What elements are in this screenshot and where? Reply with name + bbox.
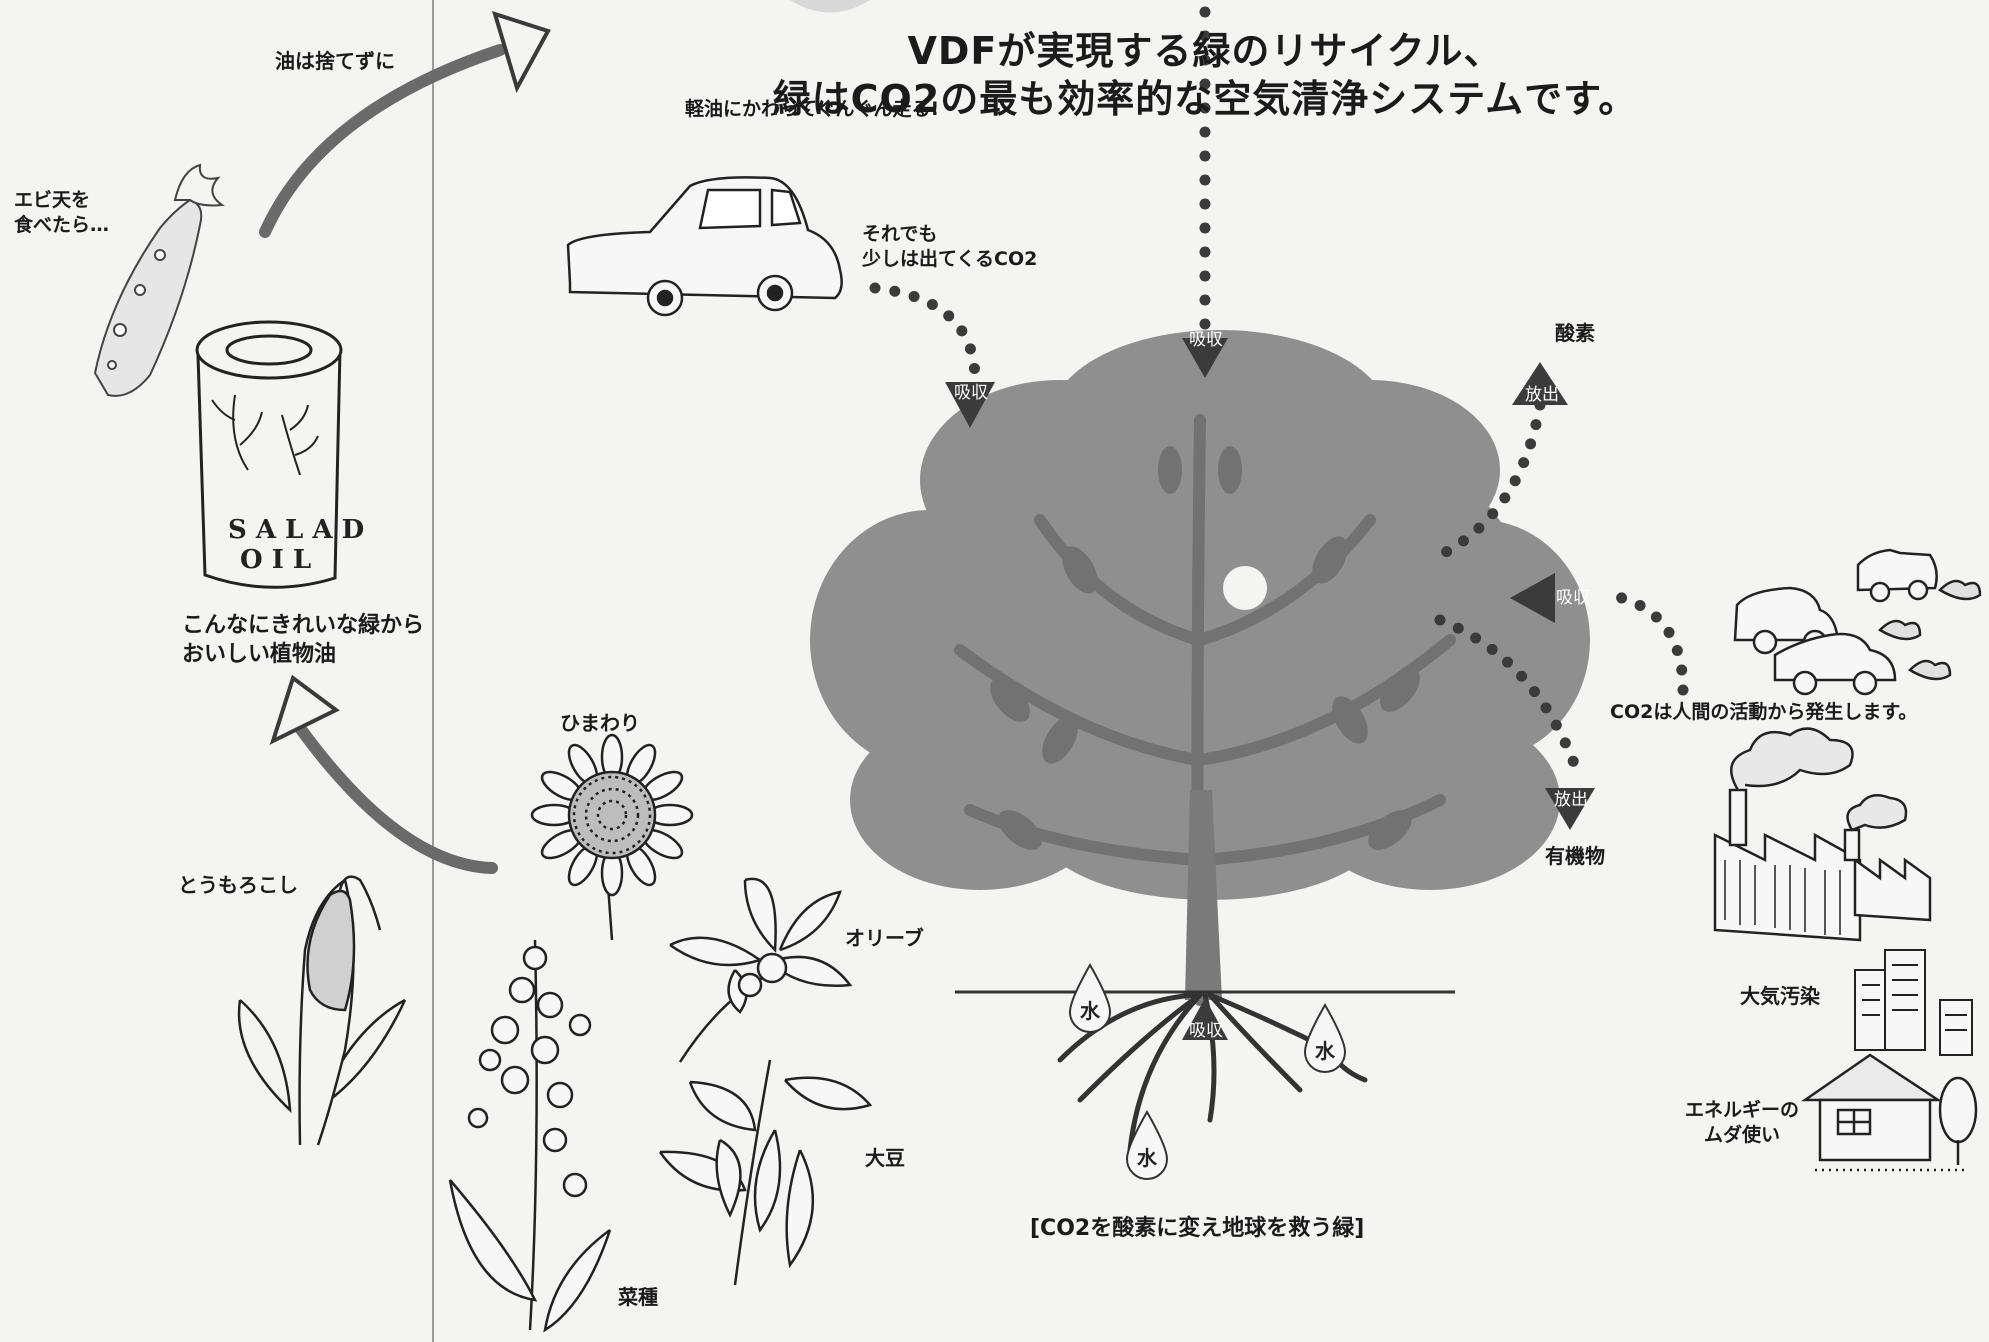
sunflower-illustration	[532, 735, 692, 940]
svg-text:S A L A D: S A L A D	[228, 515, 364, 545]
label-olive: オリーブ	[845, 925, 924, 951]
label-after-tempura: エビ天を 食べたら…	[14, 188, 109, 237]
soybean-illustration	[660, 1060, 870, 1285]
emitting-cars-illustration	[1735, 550, 1980, 694]
label-soybean: 大豆	[865, 1145, 905, 1171]
svg-text:吸収: 吸収	[1556, 588, 1590, 608]
diagram-caption: [CO2を酸素に変え地球を救う緑]	[1030, 1215, 1364, 1244]
buildings-illustration	[1855, 950, 1972, 1055]
label-organic-matter: 有機物	[1545, 843, 1605, 869]
house-illustration	[1805, 1055, 1976, 1170]
corn-illustration	[239, 877, 405, 1145]
svg-text:吸収: 吸収	[1189, 330, 1223, 350]
arrow-to-oil	[300, 728, 492, 868]
label-corn: とうもろこし	[178, 872, 298, 898]
label-sunflower: ひまわり	[560, 710, 640, 736]
rapeseed-illustration	[450, 940, 610, 1330]
label-runs-strong: 軽油にかわってぐんぐん走る!	[685, 97, 939, 122]
svg-text:吸収: 吸収	[1189, 1021, 1223, 1041]
svg-text:水: 水	[1315, 1039, 1336, 1063]
svg-text:吸収: 吸収	[954, 383, 988, 403]
label-energy-waste: エネルギーの ムダ使い	[1685, 1098, 1799, 1147]
label-green-to-oil: こんなにきれいな緑から おいしい植物油	[182, 612, 424, 669]
salad-oil-can: S A L A D O I L	[197, 322, 364, 587]
svg-text:O I L: O I L	[240, 545, 311, 575]
main-title: VDFが実現する緑のリサイクル、	[907, 28, 1502, 76]
release-marker-oxygen: 放出	[1512, 362, 1568, 405]
factory-illustration	[1715, 729, 1930, 940]
svg-text:放出: 放出	[1525, 385, 1559, 405]
svg-text:水: 水	[1080, 999, 1101, 1023]
label-some-co2: それでも 少しは出てくるCO2	[862, 222, 1037, 271]
olive-illustration	[670, 879, 850, 1062]
main-title-line1: VDFが実現する緑のリサイクル、	[907, 28, 1502, 76]
top-circle-fragment	[790, 0, 870, 13]
water-drop-1: 水	[1070, 965, 1110, 1032]
svg-text:水: 水	[1137, 1146, 1158, 1170]
car-illustration	[568, 177, 842, 315]
svg-text:放出: 放出	[1554, 790, 1588, 810]
label-oil-not-discarded: 油は捨てずに	[275, 48, 395, 74]
label-air-pollution: 大気汚染	[1740, 983, 1820, 1009]
arrow-to-car	[265, 50, 500, 232]
label-rapeseed: 菜種	[618, 1284, 658, 1310]
water-drop-2: 水	[1305, 1005, 1345, 1072]
label-oxygen: 酸素	[1555, 320, 1595, 346]
label-co2-from-humans: CO2は人間の活動から発生します。	[1610, 700, 1917, 725]
canopy-gap	[1223, 566, 1267, 610]
